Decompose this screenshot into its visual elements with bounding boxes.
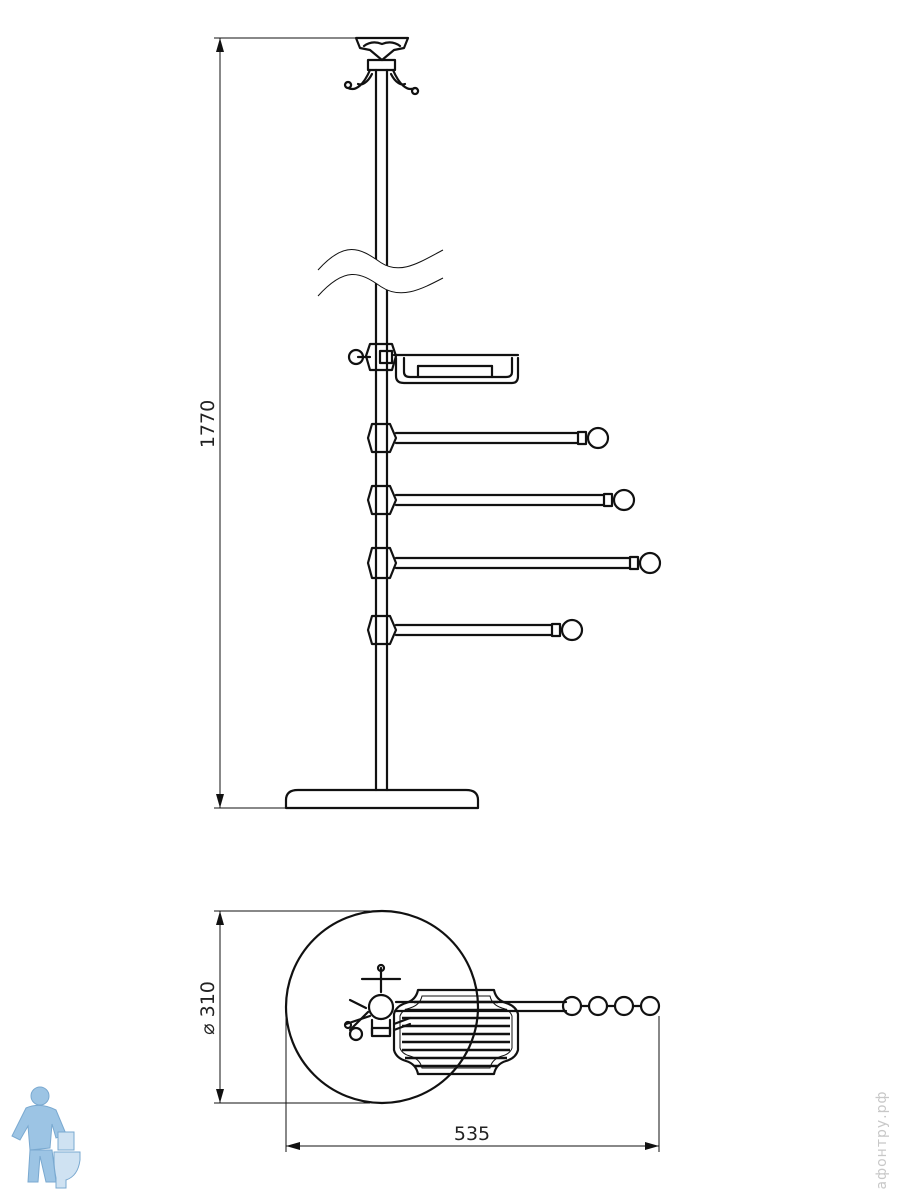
break-lines bbox=[317, 249, 444, 297]
basket-slats bbox=[402, 1000, 510, 1068]
base bbox=[284, 788, 480, 810]
width-label: 535 bbox=[454, 1123, 490, 1145]
diameter-dimension: ⌀ 310 bbox=[197, 910, 370, 1104]
top-view: ⌀ 310 bbox=[197, 909, 661, 1152]
towel-arm-2 bbox=[366, 484, 636, 516]
plumber-mascot-icon bbox=[11, 1086, 81, 1189]
towel-arm-4 bbox=[366, 614, 584, 646]
soap-basket bbox=[347, 342, 520, 385]
watermark: афонтру.рф bbox=[874, 1091, 890, 1190]
towel-arm-1 bbox=[366, 422, 610, 454]
top-hooks bbox=[343, 36, 420, 96]
height-label: 1770 bbox=[197, 400, 219, 448]
front-view: 1770 bbox=[197, 36, 662, 810]
soap-basket-plan bbox=[392, 988, 520, 1076]
top-hooks-plan bbox=[343, 963, 402, 1042]
pole bbox=[374, 68, 389, 792]
top-arms bbox=[394, 995, 661, 1017]
width-dimension: 535 bbox=[285, 1007, 660, 1152]
towel-arm-3 bbox=[366, 546, 662, 580]
diameter-label: ⌀ 310 bbox=[197, 981, 219, 1035]
height-dimension: 1770 bbox=[197, 37, 380, 809]
